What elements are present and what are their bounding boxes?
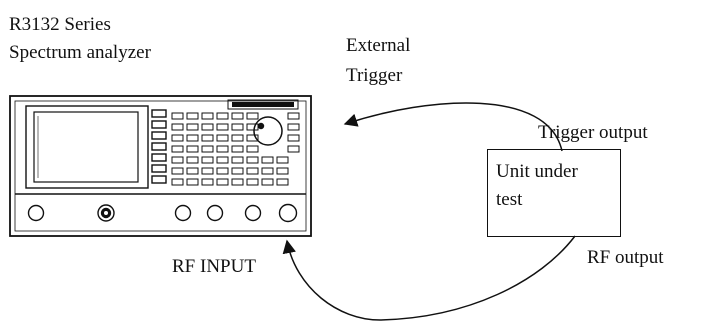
unit-under-test-label-line1: Unit under: [496, 161, 578, 182]
spectrum-analyzer-icon: [9, 95, 312, 237]
trigger-cable-arrow: [343, 102, 563, 152]
analyzer-type-label: Spectrum analyzer: [9, 42, 151, 63]
trigger-output-label: Trigger output: [538, 122, 648, 143]
unit-under-test-label-line2: test: [496, 189, 523, 210]
external-trigger-label-line1: External: [346, 35, 411, 56]
analyzer-model-label: R3132 Series: [9, 14, 111, 35]
rf-cable-arrow: [282, 235, 576, 321]
external-trigger-label-line2: Trigger: [346, 65, 403, 86]
rf-output-label: RF output: [587, 247, 664, 268]
unit-under-test-box: Unit under test: [487, 149, 621, 237]
rf-input-label: RF INPUT: [172, 256, 256, 277]
